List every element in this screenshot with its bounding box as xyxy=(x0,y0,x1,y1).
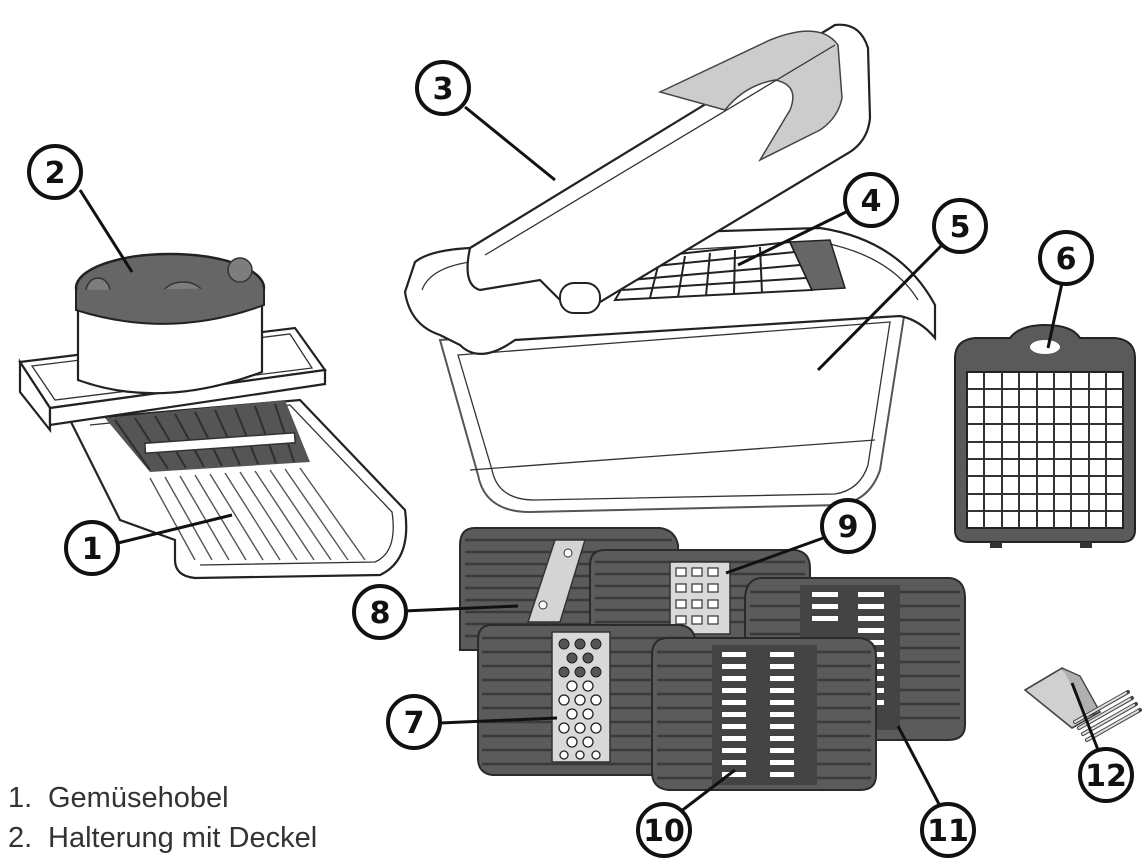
callout-10: 10 xyxy=(636,802,692,858)
callout-5-number: 5 xyxy=(950,210,971,245)
callout-2: 2 xyxy=(27,144,83,200)
callout-6-number: 6 xyxy=(1056,242,1077,277)
cleaning-comb xyxy=(1023,666,1142,742)
chopper-container xyxy=(403,23,937,514)
callout-2-number: 2 xyxy=(45,156,66,191)
leader-lines xyxy=(78,105,1102,814)
legend-item-label: Gemüsehobel xyxy=(48,782,229,814)
parts-legend: 1. Gemüsehobel 2. Halterung mit Deckel xyxy=(8,778,317,858)
callout-5: 5 xyxy=(932,198,988,254)
callout-8-number: 8 xyxy=(370,596,391,631)
callout-11-number: 11 xyxy=(927,814,969,849)
callout-11: 11 xyxy=(920,802,976,858)
callout-1-number: 1 xyxy=(82,532,103,567)
legend-item: 2. Halterung mit Deckel xyxy=(8,818,317,858)
legend-item: 1. Gemüsehobel xyxy=(8,778,317,818)
callout-7-number: 7 xyxy=(404,706,425,741)
callout-4: 4 xyxy=(843,172,899,228)
callout-4-number: 4 xyxy=(861,184,882,219)
legend-item-label: Halterung mit Deckel xyxy=(48,822,318,854)
julienne-insert-narrow xyxy=(651,637,877,791)
callout-6: 6 xyxy=(1038,230,1094,286)
callout-3: 3 xyxy=(415,60,471,116)
dicing-insert xyxy=(954,323,1136,548)
callout-9: 9 xyxy=(820,498,876,554)
callout-3-number: 3 xyxy=(433,72,454,107)
callout-8: 8 xyxy=(352,584,408,640)
legend-item-number: 1. xyxy=(8,782,33,814)
callout-12-number: 12 xyxy=(1085,759,1127,794)
callout-9-number: 9 xyxy=(838,510,859,545)
legend-item-number: 2. xyxy=(8,822,33,854)
holder-with-lid xyxy=(74,252,266,395)
callout-1: 1 xyxy=(64,520,120,576)
callout-10-number: 10 xyxy=(643,814,685,849)
callout-7: 7 xyxy=(386,694,442,750)
callout-12: 12 xyxy=(1078,747,1134,803)
